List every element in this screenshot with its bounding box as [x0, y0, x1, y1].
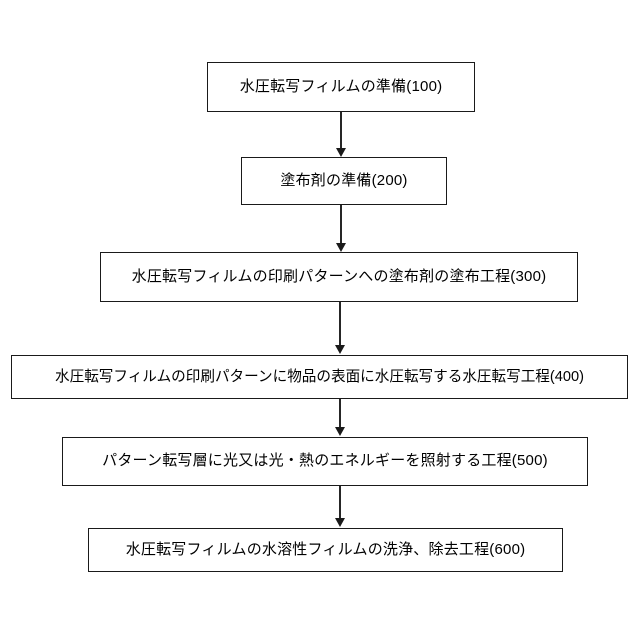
process-node-100: 水圧転写フィルムの準備(100): [207, 62, 475, 112]
process-node-100-label: 水圧転写フィルムの準備(100): [239, 77, 443, 95]
arrowhead-down-icon: [334, 518, 345, 527]
arrowhead-down-icon: [334, 345, 345, 354]
process-node-400: 水圧転写フィルムの印刷パターンに物品の表面に水圧転写する水圧転写工程(400): [11, 355, 628, 399]
process-node-300-label: 水圧転写フィルムの印刷パターンへの塗布剤の塗布工程(300): [131, 267, 547, 285]
connector-200-to-300: [340, 205, 342, 244]
process-node-200: 塗布剤の準備(200): [241, 157, 447, 205]
process-node-500-label: パターン転写層に光又は光・熱のエネルギーを照射する工程(500): [102, 452, 548, 470]
arrowhead-down-icon: [335, 243, 346, 252]
arrowhead-down-icon: [334, 427, 345, 436]
connector-400-to-500: [339, 399, 341, 428]
connector-100-to-200: [340, 112, 342, 149]
process-node-500: パターン転写層に光又は光・熱のエネルギーを照射する工程(500): [62, 437, 588, 486]
process-node-400-label: 水圧転写フィルムの印刷パターンに物品の表面に水圧転写する水圧転写工程(400): [55, 368, 584, 385]
connector-500-to-600: [339, 486, 341, 519]
process-node-200-label: 塗布剤の準備(200): [280, 171, 408, 189]
arrowhead-down-icon: [335, 148, 346, 157]
process-node-600-label: 水圧転写フィルムの水溶性フィルムの洗浄、除去工程(600): [125, 540, 526, 558]
connector-300-to-400: [339, 302, 341, 346]
process-node-300: 水圧転写フィルムの印刷パターンへの塗布剤の塗布工程(300): [100, 252, 578, 302]
process-node-600: 水圧転写フィルムの水溶性フィルムの洗浄、除去工程(600): [88, 528, 563, 572]
